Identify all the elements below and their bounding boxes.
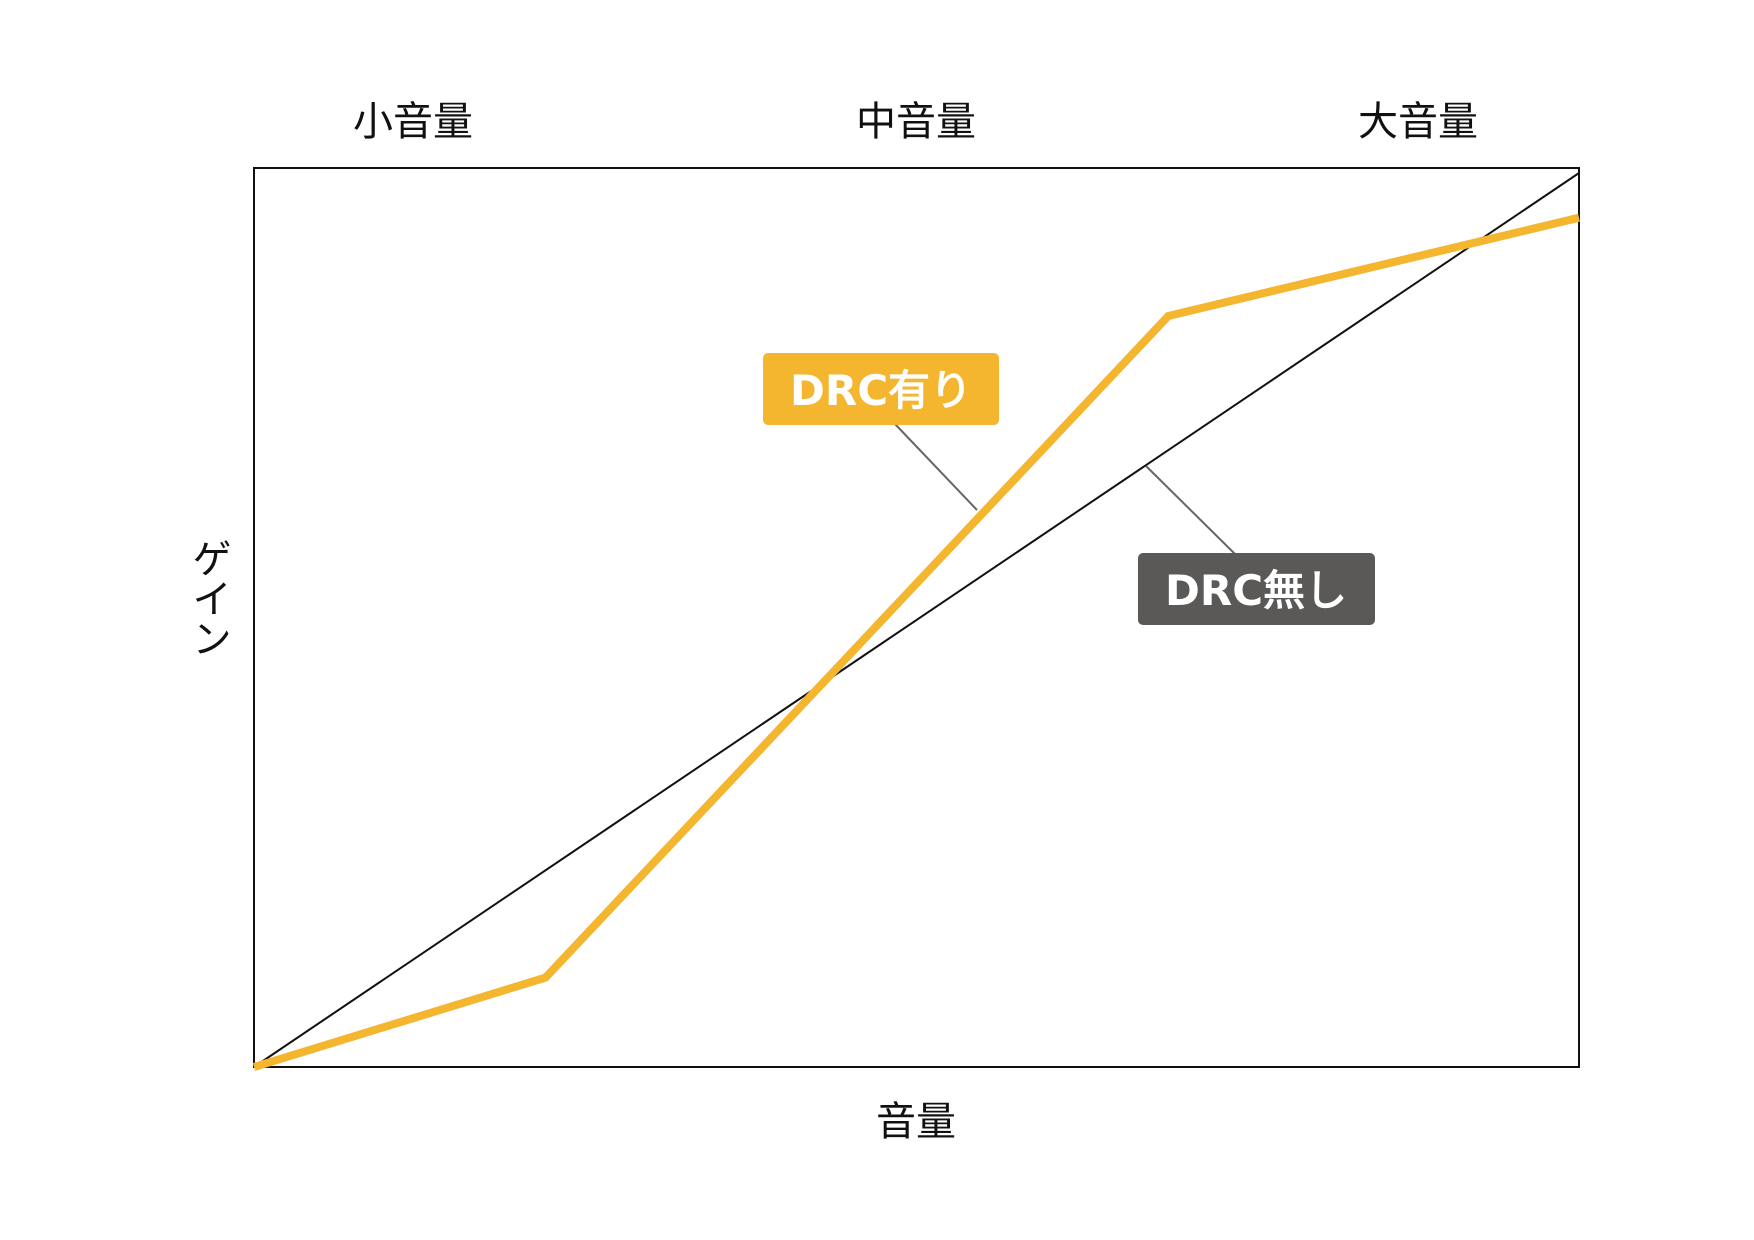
series-label-drc-on: DRC有り (763, 353, 999, 425)
x-axis-title: 音量 (876, 1099, 956, 1145)
region-label-mid: 中音量 (856, 99, 976, 145)
plot-frame (253, 167, 1580, 1068)
callout-leader-drc-off (1145, 465, 1238, 557)
region-label-high: 大音量 (1358, 99, 1478, 145)
series-label-drc-off: DRC無し (1138, 553, 1375, 625)
series-label-drc-on-bg (763, 353, 999, 425)
series-label-drc-off-text: DRC無し (1165, 566, 1347, 615)
series-label-drc-off-bg (1138, 553, 1375, 625)
region-label-low: 小音量 (353, 99, 473, 145)
y-axis-title: ゲイン (185, 538, 231, 658)
series-label-drc-on-text: DRC有り (790, 366, 972, 415)
series-line-drc-off (253, 172, 1580, 1068)
series-line-drc-on (252, 213, 1580, 1071)
callout-leader-drc-on (894, 423, 978, 511)
